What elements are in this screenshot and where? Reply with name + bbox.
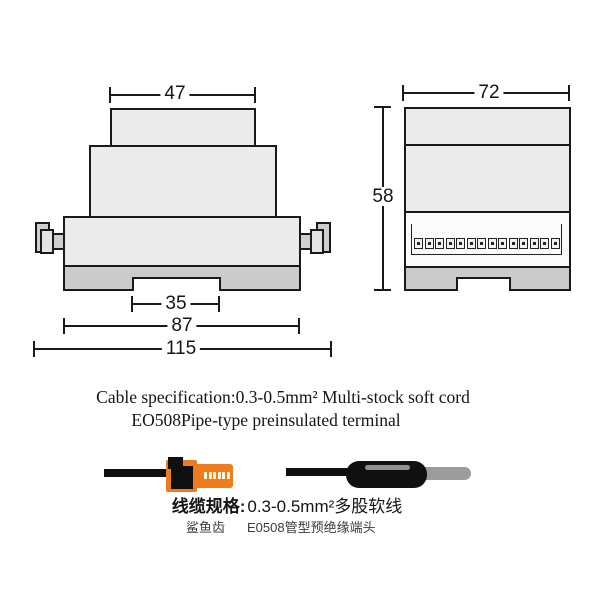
zh-spec-label: 线缆规格:	[171, 497, 246, 516]
stripper-tooth	[226, 472, 230, 479]
terminal-bracket	[411, 224, 562, 255]
caption-line-2: EO508Pipe-type preinsulated terminal	[131, 410, 401, 430]
cable-line-left	[104, 469, 170, 477]
zh-tool-label: 鲨鱼齿	[186, 520, 226, 535]
zh-spec-line: 线缆规格:0.3-0.5mm²多股软线	[172, 498, 403, 515]
side-main-section	[404, 144, 571, 213]
terminal-square	[424, 238, 434, 249]
terminal-square	[445, 238, 455, 249]
dim-47-label: 47	[160, 84, 190, 103]
dim-87-label: 87	[167, 316, 197, 335]
stripper-tooth	[213, 472, 217, 479]
cable-line-right	[286, 468, 356, 476]
stripper-jaw	[171, 466, 193, 489]
side-clip-left-plate	[40, 229, 54, 254]
dim-35-label: 35	[161, 294, 191, 313]
mounting-notch	[132, 277, 221, 291]
terminal-square	[508, 238, 518, 249]
terminal-square	[498, 238, 508, 249]
dim-58-tick-top	[374, 106, 391, 108]
device-body	[63, 216, 301, 267]
stripper-teeth	[204, 472, 230, 479]
terminal-square	[414, 238, 423, 249]
dim-115-tick-right	[330, 341, 332, 357]
side-clip-right-plate	[310, 229, 324, 254]
device-top-block	[110, 108, 256, 147]
dim-72-tick-right	[568, 85, 570, 101]
dim-72-tick-left	[402, 85, 404, 101]
stripper-tooth	[217, 472, 221, 479]
terminal-block-row	[414, 238, 560, 249]
terminal-square	[529, 238, 539, 249]
terminal-pin	[420, 467, 471, 480]
caption-line-1: Cable specification:0.3-0.5mm² Multi-sto…	[96, 387, 470, 407]
dim-47-tick-right	[254, 87, 256, 103]
stripper-tooth	[222, 472, 226, 479]
zh-terminal-label: E0508管型预绝缘端头	[247, 520, 376, 535]
terminal-square	[540, 238, 550, 249]
terminal-square	[456, 238, 466, 249]
stripper-tooth	[204, 472, 207, 479]
dim-115-label: 115	[161, 339, 201, 358]
dim-58-label: 58	[368, 187, 398, 206]
terminal-square	[550, 238, 560, 249]
side-mounting-notch	[456, 277, 511, 291]
terminal-square	[519, 238, 529, 249]
terminal-square	[466, 238, 476, 249]
dim-58-tick-bottom	[374, 289, 391, 291]
terminal-square	[487, 238, 497, 249]
zh-spec-value: 0.3-0.5mm²多股软线	[247, 497, 403, 516]
terminal-square	[477, 238, 487, 249]
dim-72-label: 72	[474, 83, 504, 102]
terminal-square	[435, 238, 445, 249]
dim-47-tick-left	[109, 87, 111, 103]
terminal-sleeve-highlight	[365, 465, 410, 470]
stripper-tooth	[208, 472, 212, 479]
